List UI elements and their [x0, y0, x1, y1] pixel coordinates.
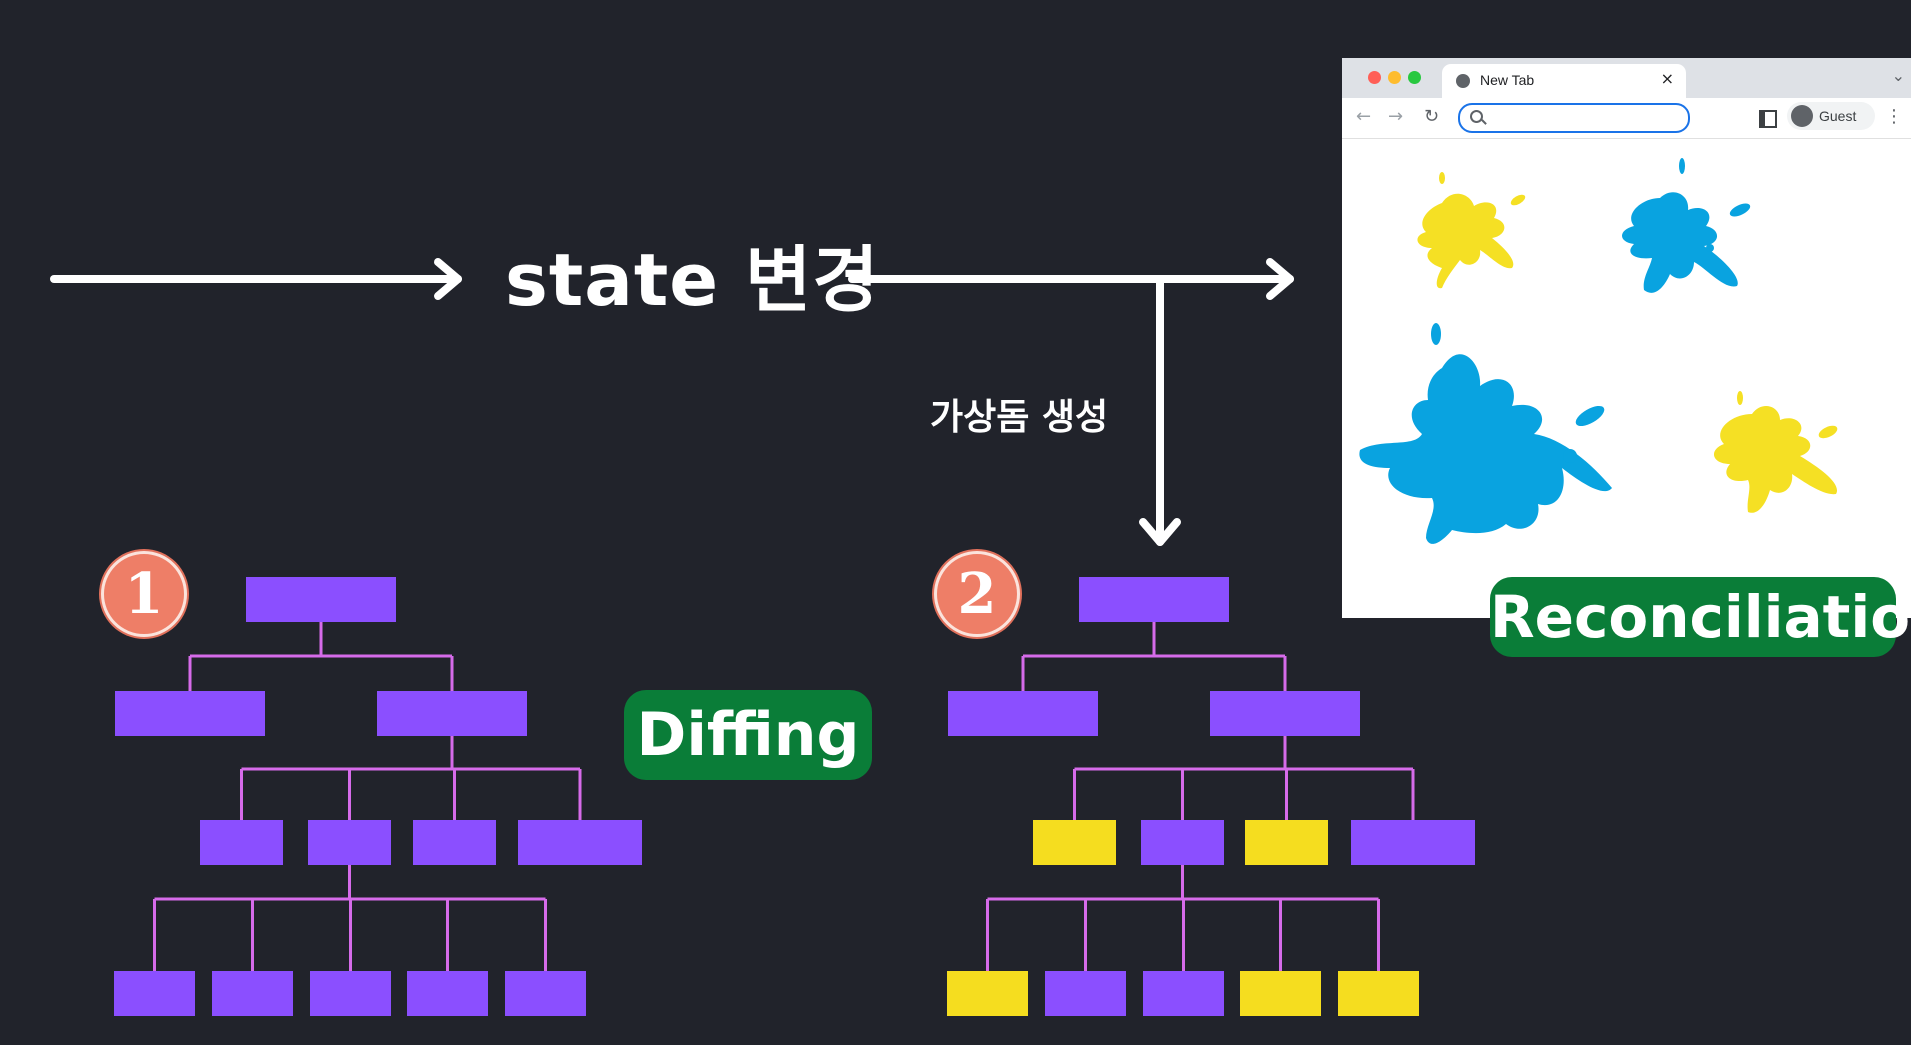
- arrow-into-state: [50, 258, 462, 300]
- tree-node: [115, 691, 265, 736]
- search-icon: [1470, 110, 1483, 123]
- minimize-window-dot[interactable]: [1388, 71, 1401, 84]
- close-window-dot[interactable]: [1368, 71, 1381, 84]
- changed-tree-node: [947, 971, 1028, 1016]
- tree-node: [246, 577, 396, 622]
- address-bar[interactable]: [1458, 103, 1690, 133]
- trees-layer: [114, 577, 1475, 1016]
- avatar-icon: [1791, 105, 1813, 127]
- tree-node: [1210, 691, 1360, 736]
- changed-tree-node: [1338, 971, 1419, 1016]
- tree-node: [114, 971, 195, 1016]
- tree-node: [308, 820, 391, 865]
- tree-before: [114, 577, 642, 1016]
- reload-icon[interactable]: ↻: [1424, 106, 1440, 127]
- changed-tree-node: [1245, 820, 1328, 865]
- step-1-badge: 1: [101, 551, 187, 637]
- tree-node: [377, 691, 527, 736]
- tree-node: [1141, 820, 1224, 865]
- yellow-paint-splat-icon: [1417, 172, 1526, 289]
- blue-paint-splat-icon: [1622, 158, 1751, 293]
- tree-node: [1143, 971, 1224, 1016]
- forward-arrow-icon[interactable]: →: [1388, 106, 1404, 127]
- browser-window: New Tab × ⌄ ← → ↻ Guest ⋮: [1342, 58, 1911, 618]
- tree-node: [1351, 820, 1475, 865]
- diffing-label: Diffing: [624, 690, 872, 780]
- large-blue-paint-splat-icon: [1359, 323, 1612, 544]
- tree-node: [518, 820, 642, 865]
- tree-after: [947, 577, 1475, 1016]
- browser-toolbar: ← → ↻ Guest ⋮: [1342, 98, 1911, 139]
- step-2-badge: 2: [934, 551, 1020, 637]
- close-tab-icon[interactable]: ×: [1660, 69, 1674, 88]
- arrow-to-virtual-dom: [1139, 278, 1181, 546]
- state-change-label: state 변경: [505, 238, 880, 322]
- zoom-window-dot[interactable]: [1408, 71, 1421, 84]
- tree-node: [1079, 577, 1229, 622]
- profile-label: Guest: [1819, 108, 1857, 124]
- back-arrow-icon[interactable]: ←: [1356, 106, 1372, 127]
- tree-node: [200, 820, 283, 865]
- tree-node: [413, 820, 496, 865]
- tab-title: New Tab: [1480, 72, 1535, 88]
- arrow-to-browser: [848, 258, 1294, 300]
- tree-node: [212, 971, 293, 1016]
- tree-node: [1045, 971, 1126, 1016]
- changed-tree-node: [1033, 820, 1116, 865]
- tree-node: [948, 691, 1098, 736]
- side-panel-icon[interactable]: [1759, 110, 1777, 128]
- virtual-dom-label: 가상돔 생성: [930, 397, 1109, 438]
- tree-node: [310, 971, 391, 1016]
- tab-new-tab[interactable]: New Tab ×: [1442, 64, 1686, 98]
- tab-search-icon[interactable]: ⌄: [1891, 66, 1905, 85]
- browser-tabbar: New Tab × ⌄: [1342, 58, 1911, 98]
- yellow-paint-splat-bottom-icon: [1713, 391, 1838, 513]
- tree-node: [407, 971, 488, 1016]
- menu-icon[interactable]: ⋮: [1885, 106, 1903, 127]
- tree-node: [505, 971, 586, 1016]
- reconciliation-label: Reconciliation: [1490, 577, 1911, 657]
- profile-button[interactable]: Guest: [1787, 102, 1875, 130]
- globe-icon: [1456, 74, 1470, 88]
- browser-viewport: [1359, 158, 1838, 544]
- changed-tree-node: [1240, 971, 1321, 1016]
